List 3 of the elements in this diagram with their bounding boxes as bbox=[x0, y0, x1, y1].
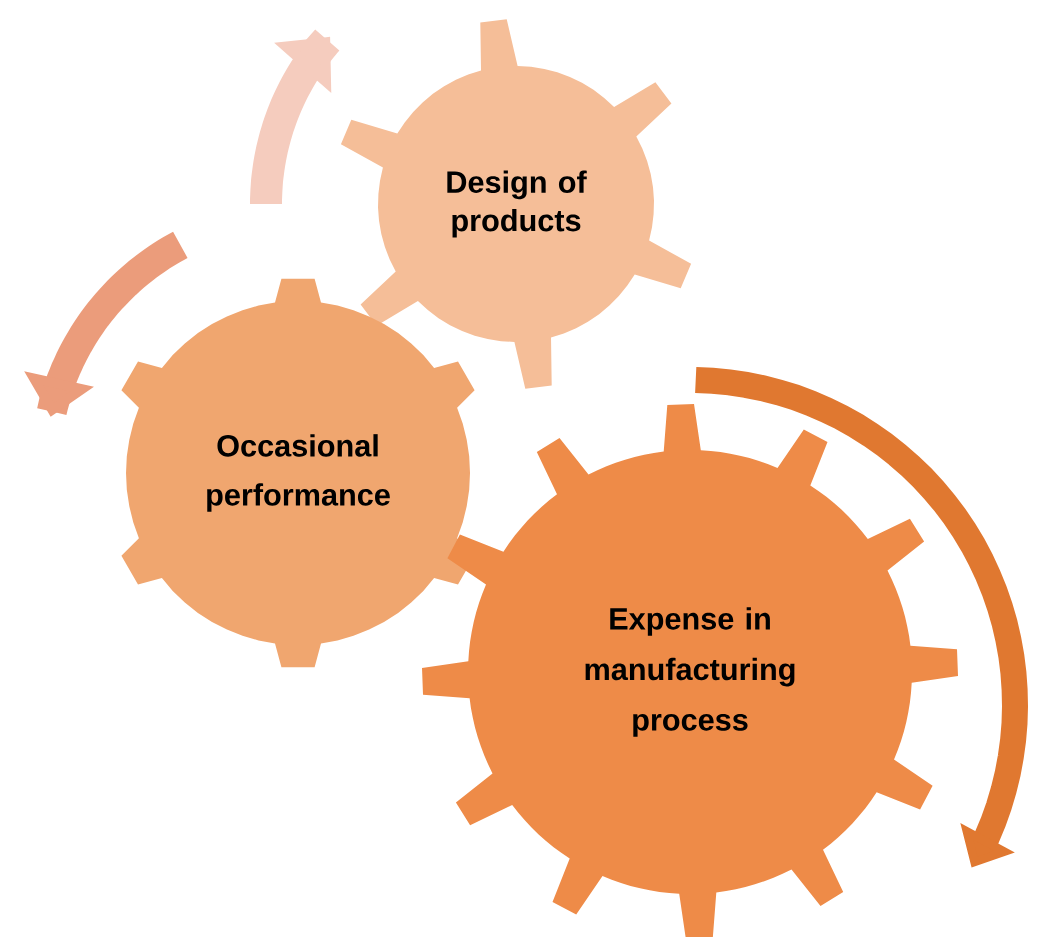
gear: Design of products bbox=[340, 19, 692, 389]
gear: Expense in manufacturing process bbox=[422, 404, 958, 937]
gear: Occasional performance bbox=[121, 278, 475, 668]
